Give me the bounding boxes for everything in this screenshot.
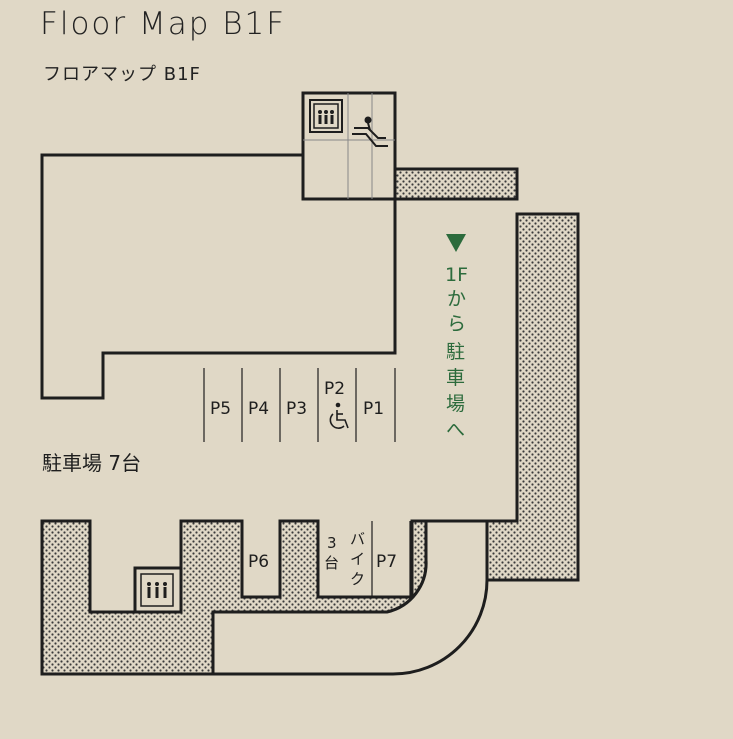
slot-p3: P3 — [286, 399, 307, 419]
bike-label: バ イ ク — [350, 530, 365, 588]
escalator-icon — [352, 116, 388, 147]
svg-text:1F: 1F — [445, 264, 468, 286]
dotted-wall-top — [393, 167, 519, 201]
svg-text:へ: へ — [446, 419, 465, 441]
svg-text:イ: イ — [350, 550, 365, 568]
route-label: 1F か ら 駐 車 場 へ — [445, 264, 468, 441]
svg-text:バ: バ — [350, 530, 365, 548]
svg-text:か: か — [447, 288, 466, 310]
svg-text:車: 車 — [446, 367, 465, 389]
parking-count-label: 駐車場 7台 — [42, 451, 141, 475]
slot-p2: P2 — [324, 379, 345, 399]
dotted-wall-right — [485, 212, 580, 582]
elevator-icon — [309, 99, 343, 133]
lower-drive — [211, 519, 489, 676]
slot-p1: P1 — [363, 399, 384, 419]
slot-p5: P5 — [210, 399, 231, 419]
parking-slots-upper — [203, 368, 396, 442]
slot-p7: P7 — [376, 552, 397, 572]
svg-text:駐: 駐 — [446, 341, 465, 363]
slot-p6: P6 — [248, 552, 269, 572]
svg-text:3: 3 — [327, 534, 337, 552]
svg-text:ら: ら — [447, 313, 466, 335]
wheelchair-icon — [329, 402, 349, 429]
down-arrow-icon — [446, 234, 466, 252]
page-title: Floor Map B1F — [40, 6, 287, 42]
svg-text:場: 場 — [446, 393, 465, 415]
elevator-icon-lower — [133, 566, 183, 614]
svg-text:台: 台 — [324, 554, 339, 572]
bike-count-label: 3 台 — [324, 534, 339, 572]
slot-p4: P4 — [248, 399, 269, 419]
page-subtitle: フロアマップ B1F — [43, 64, 201, 85]
svg-text:ク: ク — [350, 570, 365, 588]
